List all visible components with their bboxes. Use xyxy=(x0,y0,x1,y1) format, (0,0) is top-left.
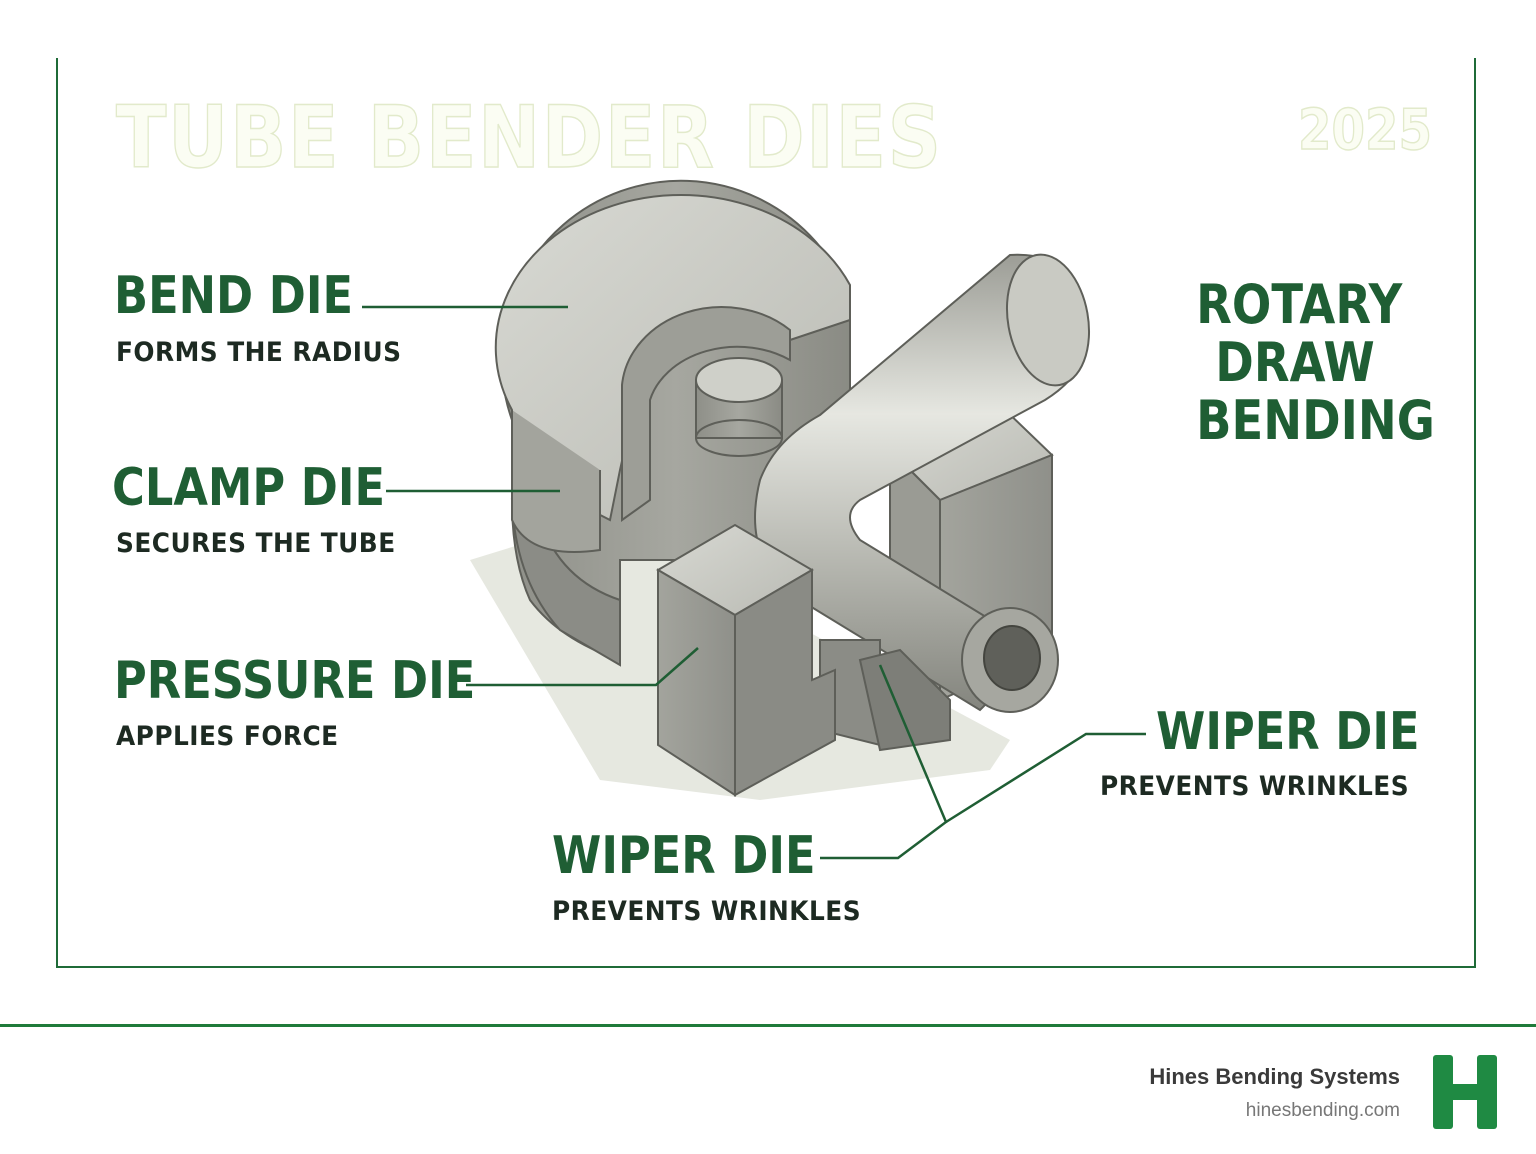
clamp-die-title: CLAMP DIE xyxy=(112,458,386,518)
pressure-die-title: PRESSURE DIE xyxy=(114,651,476,711)
process-label: ROTARY DRAW BENDING xyxy=(1196,273,1435,452)
year-label: 2025 xyxy=(1297,97,1433,164)
pressure-die-desc: APPLIES FORCE xyxy=(116,721,339,752)
wiper-bottom-leader xyxy=(820,664,948,860)
page-title: TUBE BENDER DIES xyxy=(115,87,943,189)
wiper-die-right-desc: PREVENTS WRINKLES xyxy=(1100,771,1410,802)
die-illustration xyxy=(362,179,1146,860)
pressure-die-leader xyxy=(466,647,699,687)
process-word: ROTARY xyxy=(1196,273,1403,336)
company-logo-icon xyxy=(1432,1054,1498,1130)
bend-die-desc: FORMS THE RADIUS xyxy=(116,337,402,368)
tube-shape xyxy=(754,253,1091,713)
bend-die-title: BEND DIE xyxy=(114,266,354,326)
company-info: Hines Bending Systems hinesbending.com xyxy=(1149,1064,1400,1122)
pressure-die-shape xyxy=(656,523,836,797)
wiper-die-bottom-title: WIPER DIE xyxy=(552,826,816,886)
wiper-right-leader xyxy=(945,732,1146,824)
company-name: Hines Bending Systems xyxy=(1149,1064,1400,1089)
wiper-die-right-title: WIPER DIE xyxy=(1156,702,1420,762)
process-word: BENDING xyxy=(1196,389,1435,452)
footer-divider xyxy=(0,1024,1536,1027)
content-frame xyxy=(56,58,1476,968)
process-word: DRAW xyxy=(1215,331,1375,394)
clamp-die-desc: SECURES THE TUBE xyxy=(116,528,396,559)
company-url[interactable]: hinesbending.com xyxy=(1245,1100,1400,1121)
center-pin-shape xyxy=(695,357,783,457)
wiper-die-bottom-desc: PREVENTS WRINKLES xyxy=(552,896,862,927)
